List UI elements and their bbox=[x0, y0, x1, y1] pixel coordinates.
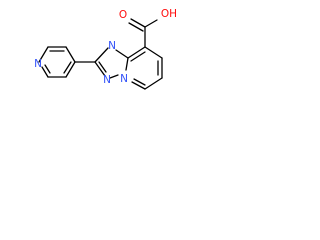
bond bbox=[115, 49, 129, 59]
fused-pyridine-ring bbox=[127, 46, 163, 90]
triazole-nitrogen-label: N bbox=[103, 74, 111, 86]
bond bbox=[144, 46, 163, 59]
bond bbox=[109, 74, 119, 79]
bond bbox=[94, 61, 106, 77]
bond bbox=[130, 18, 146, 28]
chemical-structure-diagram: N N N N O OH bbox=[34, 8, 177, 90]
bond bbox=[133, 78, 146, 86]
bridgehead-nitrogen-label: N bbox=[120, 73, 128, 85]
bond bbox=[144, 77, 163, 90]
triazole-ring bbox=[94, 47, 129, 79]
bond bbox=[130, 51, 146, 62]
bond bbox=[44, 64, 51, 74]
bond bbox=[65, 61, 76, 78]
bond bbox=[41, 66, 49, 78]
bond bbox=[144, 19, 158, 28]
bond bbox=[98, 61, 107, 73]
bond bbox=[38, 46, 49, 63]
triazole-nitrogen-label: N bbox=[108, 40, 116, 52]
bond bbox=[131, 81, 146, 90]
pyridine-ring bbox=[38, 46, 76, 78]
bond bbox=[127, 46, 146, 59]
bond bbox=[65, 46, 76, 63]
carboxylic-acid-group bbox=[128, 18, 158, 48]
bond bbox=[63, 61, 72, 74]
pyridine-nitrogen-label: N bbox=[34, 58, 42, 70]
bond bbox=[94, 47, 109, 63]
bond bbox=[125, 57, 129, 71]
bond bbox=[128, 22, 144, 32]
hydroxyl-label: OH bbox=[161, 8, 177, 20]
carbonyl-oxygen-label: O bbox=[119, 9, 127, 21]
